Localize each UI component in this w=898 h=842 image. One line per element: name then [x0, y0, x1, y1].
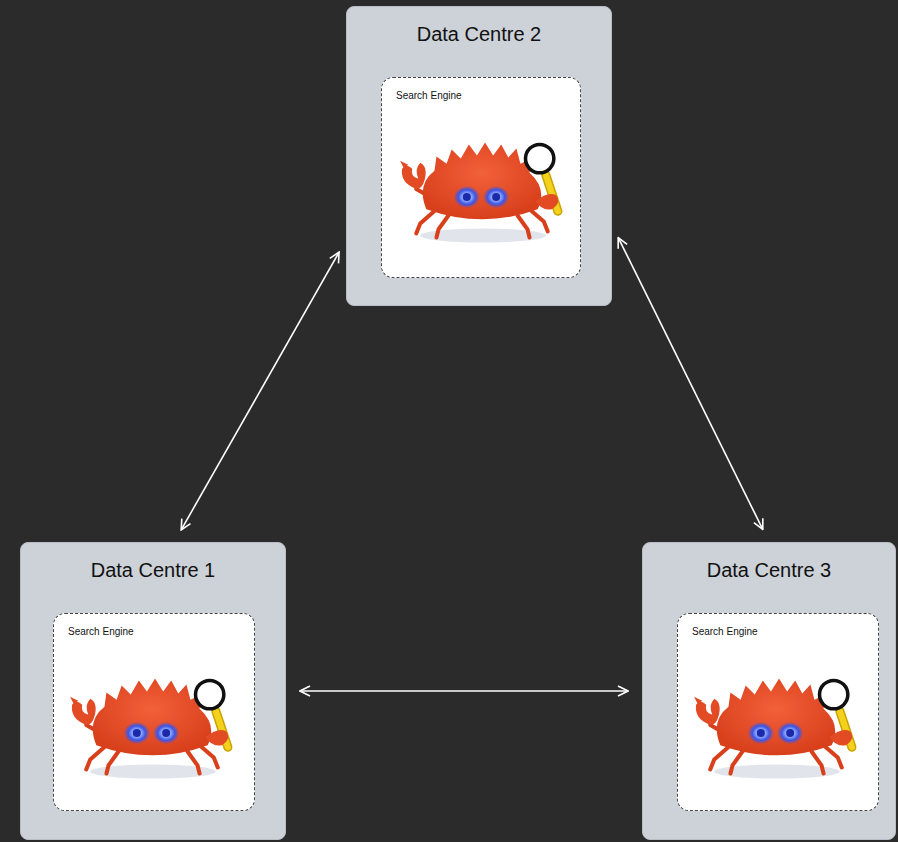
service-box: Search Engine: [677, 613, 879, 811]
connector-arrow: [181, 252, 339, 530]
connector-arrow: [618, 238, 763, 530]
component-label: Search Engine: [692, 626, 758, 637]
service-box: Search Engine: [53, 613, 255, 811]
component-label: Search Engine: [68, 626, 134, 637]
data-centre-box: Data Centre 2 Search Engine: [346, 6, 612, 306]
service-box: Search Engine: [381, 77, 581, 278]
data-centre-title: Data Centre 3: [643, 543, 895, 582]
connector-arrow: [300, 690, 628, 692]
data-centre-box: Data Centre 1 Search Engine: [20, 542, 286, 840]
data-centre-box: Data Centre 3 Search Engine: [642, 542, 896, 840]
data-centre-title: Data Centre 1: [21, 543, 285, 582]
data-centre-title: Data Centre 2: [347, 7, 611, 46]
component-label: Search Engine: [396, 90, 462, 101]
